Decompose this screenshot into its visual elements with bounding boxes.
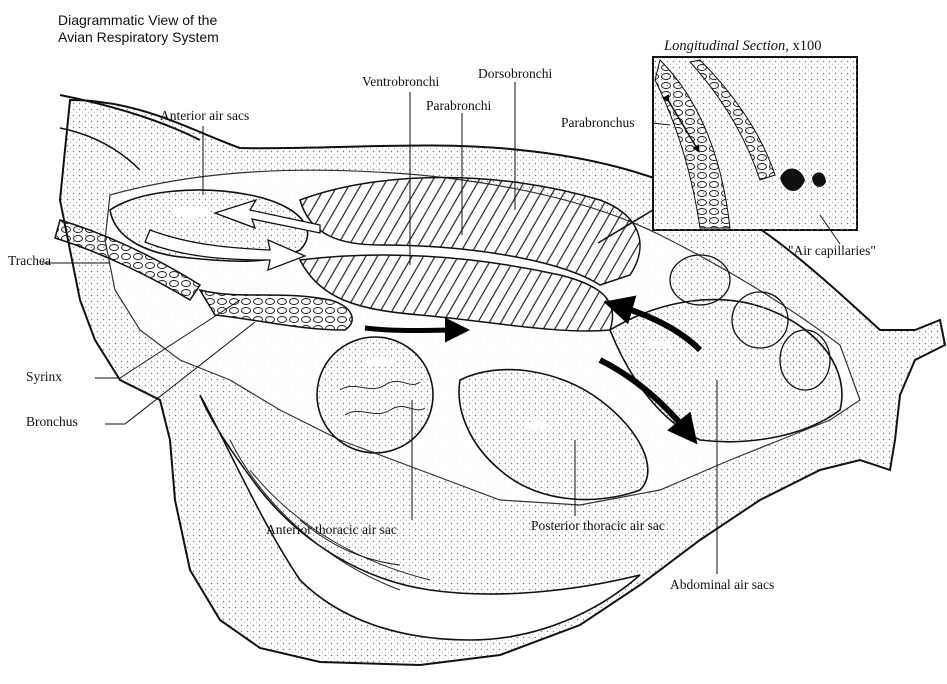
lung-dorsal xyxy=(299,176,641,286)
label-trachea: Trachea xyxy=(8,253,51,268)
title-line-2: Avian Respiratory System xyxy=(58,29,219,45)
label-anterior-air-sacs: Anterior air sacs xyxy=(160,108,250,123)
label-air-capillaries: "Air capillaries" xyxy=(788,243,876,258)
label-ventrobronchi: Ventrobronchi xyxy=(362,74,440,89)
title-line-1: Diagrammatic View of the xyxy=(58,12,218,28)
inset-title-magnification: x100 xyxy=(788,38,822,54)
label-dorsobronchi: Dorsobronchi xyxy=(478,66,553,81)
trachea xyxy=(54,219,202,302)
anterior-thoracic-air-sac xyxy=(316,336,434,454)
inset-title: Longitudinal Section, x100 xyxy=(664,38,821,55)
label-parabronchi: Parabronchi xyxy=(426,98,492,113)
flow-arrow-forward xyxy=(364,317,470,343)
diagram-title: Diagrammatic View of the Avian Respirato… xyxy=(58,12,219,46)
label-abdominal-air-sacs: Abdominal air sacs xyxy=(670,577,775,592)
label-bronchus: Bronchus xyxy=(26,414,78,429)
label-anterior-thoracic-air-sac: Anterior thoracic air sac xyxy=(266,522,397,537)
label-posterior-thoracic-air-sac: Posterior thoracic air sac xyxy=(531,518,665,533)
flow-arrow-curved-up xyxy=(603,295,703,353)
label-syrinx: Syrinx xyxy=(26,369,63,384)
lower-body-structure xyxy=(199,394,641,641)
posterior-thoracic-air-sac xyxy=(458,368,649,501)
label-parabronchus: Parabronchus xyxy=(561,115,635,130)
bronchus xyxy=(198,288,353,331)
inset-title-italic: Longitudinal Section, xyxy=(664,38,789,54)
flow-arrow-curved-down xyxy=(598,357,698,445)
neck-outline xyxy=(59,94,201,141)
leader-lines xyxy=(42,82,841,574)
